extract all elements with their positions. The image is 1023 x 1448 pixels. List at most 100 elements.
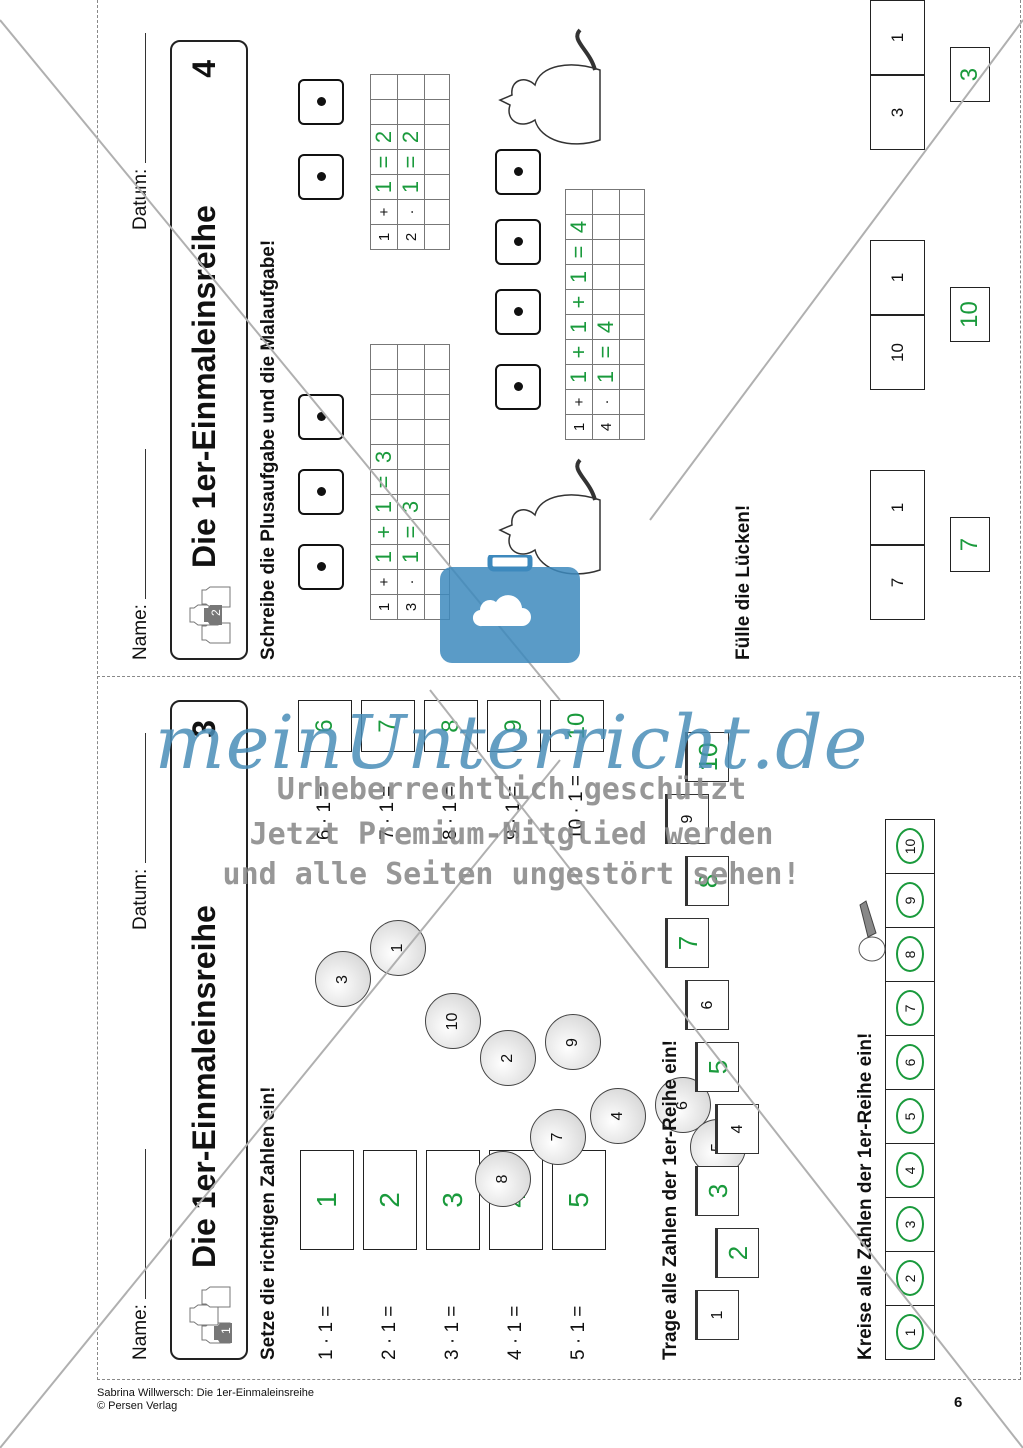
grid-cell [424, 124, 450, 150]
grid-cell: 1 [370, 594, 398, 620]
page-title: Die 1er-Einmaleinsreihe [186, 905, 222, 1268]
grid-cell [424, 419, 450, 445]
answer-box: 1 [300, 1150, 354, 1250]
grid-cell [619, 264, 645, 290]
cup-number: 5 [695, 1042, 739, 1092]
briefcase-logo [440, 555, 580, 663]
grid-cell [592, 264, 620, 290]
snail-number: 2 [480, 1030, 536, 1087]
grid-cell [565, 189, 593, 215]
grid-cell: 1 [370, 174, 398, 200]
equation-text: 1 · 1 = [316, 1305, 337, 1360]
tree-factor: 1 [870, 470, 925, 545]
svg-text:1: 1 [219, 1327, 233, 1334]
grid-cell: 4 [592, 314, 620, 340]
grid-cell [619, 414, 645, 440]
grid-cell [619, 314, 645, 340]
page-title: Die 1er-Einmaleinsreihe [186, 205, 222, 568]
snail-number: 1 [370, 920, 426, 976]
grid-cell: 4 [592, 414, 620, 440]
die-icon [298, 154, 344, 200]
name-field: Name: [130, 1148, 152, 1360]
grid-cell [619, 389, 645, 415]
circled-number: 5 [896, 1098, 924, 1135]
grid-cell [370, 99, 398, 125]
answer-box: 3 [426, 1150, 480, 1250]
grid-cell [424, 99, 450, 125]
grid-cell: 3 [397, 594, 425, 620]
die-icon [298, 469, 344, 515]
grid-cell: + [370, 519, 398, 545]
grid-cell [424, 469, 450, 495]
circled-number: 1 [896, 1314, 924, 1351]
grid-cell: = [592, 339, 620, 365]
tree-factor: 1 [870, 240, 925, 315]
grid-cell: + [565, 389, 593, 415]
jars-icon: 1 [189, 1286, 233, 1344]
footer-publisher: © Persen Verlag [97, 1400, 178, 1412]
grid-cell [370, 344, 398, 370]
grid-cell: · [397, 569, 425, 595]
fold-line [97, 676, 1021, 677]
grid-cell [619, 364, 645, 390]
tree-factor: 1 [870, 0, 925, 75]
grid-cell: = [397, 519, 425, 545]
grid-cell: 1 [592, 364, 620, 390]
tree-result: 3 [950, 47, 990, 102]
snail-number: 8 [475, 1151, 531, 1207]
sheet-number: 4 [186, 60, 222, 78]
page-number: 6 [954, 1394, 963, 1411]
grid-cell: 3 [397, 494, 425, 520]
grid-cell: = [370, 149, 398, 175]
die-icon [495, 289, 541, 335]
grid-cell [397, 444, 425, 470]
grid-cell [397, 369, 425, 395]
grid-cell [424, 224, 450, 250]
tree-result: 7 [950, 517, 990, 572]
circled-number: 6 [896, 1044, 924, 1081]
grid-cell [397, 469, 425, 495]
grid-cell [619, 189, 645, 215]
circle-cell: 1 [886, 1305, 934, 1359]
grid-cell: + [565, 289, 593, 315]
grid-cell: = [370, 469, 398, 495]
equation-text: 5 · 1 = [568, 1305, 589, 1360]
grid-cell: 3 [370, 444, 398, 470]
tree-factor: 7 [870, 545, 925, 620]
circle-cell: 7 [886, 981, 934, 1035]
grid-cell [424, 174, 450, 200]
title-bar: 2 Die 1er-Einmaleinsreihe 4 [170, 40, 248, 660]
jars-icon: 2 [189, 586, 231, 644]
grid-cell [424, 344, 450, 370]
die-icon [298, 394, 344, 440]
grid-cell [592, 214, 620, 240]
grid-cell [397, 344, 425, 370]
tree-factor: 3 [870, 75, 925, 150]
circle-cell: 6 [886, 1035, 934, 1089]
grid-cell [424, 444, 450, 470]
name-field: Name: [130, 448, 152, 660]
cup-number: 7 [665, 918, 709, 968]
grid-cell: 2 [397, 124, 425, 150]
grid-cell [619, 214, 645, 240]
circled-number: 2 [896, 1260, 924, 1297]
tree-factor: 10 [870, 315, 925, 390]
cup-number: 2 [715, 1228, 759, 1278]
grid-cell: 1 [370, 544, 398, 570]
grid-cell [424, 74, 450, 100]
grid-cell [397, 419, 425, 445]
grid-cell: = [565, 239, 593, 265]
footer-author: Sabrina Willwersch: Die 1er-Einmaleinsre… [97, 1387, 315, 1399]
grid-cell: + [370, 569, 398, 595]
grid-cell: 1 [565, 414, 593, 440]
grid-cell: 1 [565, 264, 593, 290]
equation-text: 4 · 1 = [505, 1305, 526, 1360]
grid-cell [370, 394, 398, 420]
grid-cell [424, 394, 450, 420]
date-field: Datum: [130, 33, 152, 230]
circle-cell: 3 [886, 1197, 934, 1251]
grid-cell [370, 419, 398, 445]
circle-cell: 5 [886, 1089, 934, 1143]
